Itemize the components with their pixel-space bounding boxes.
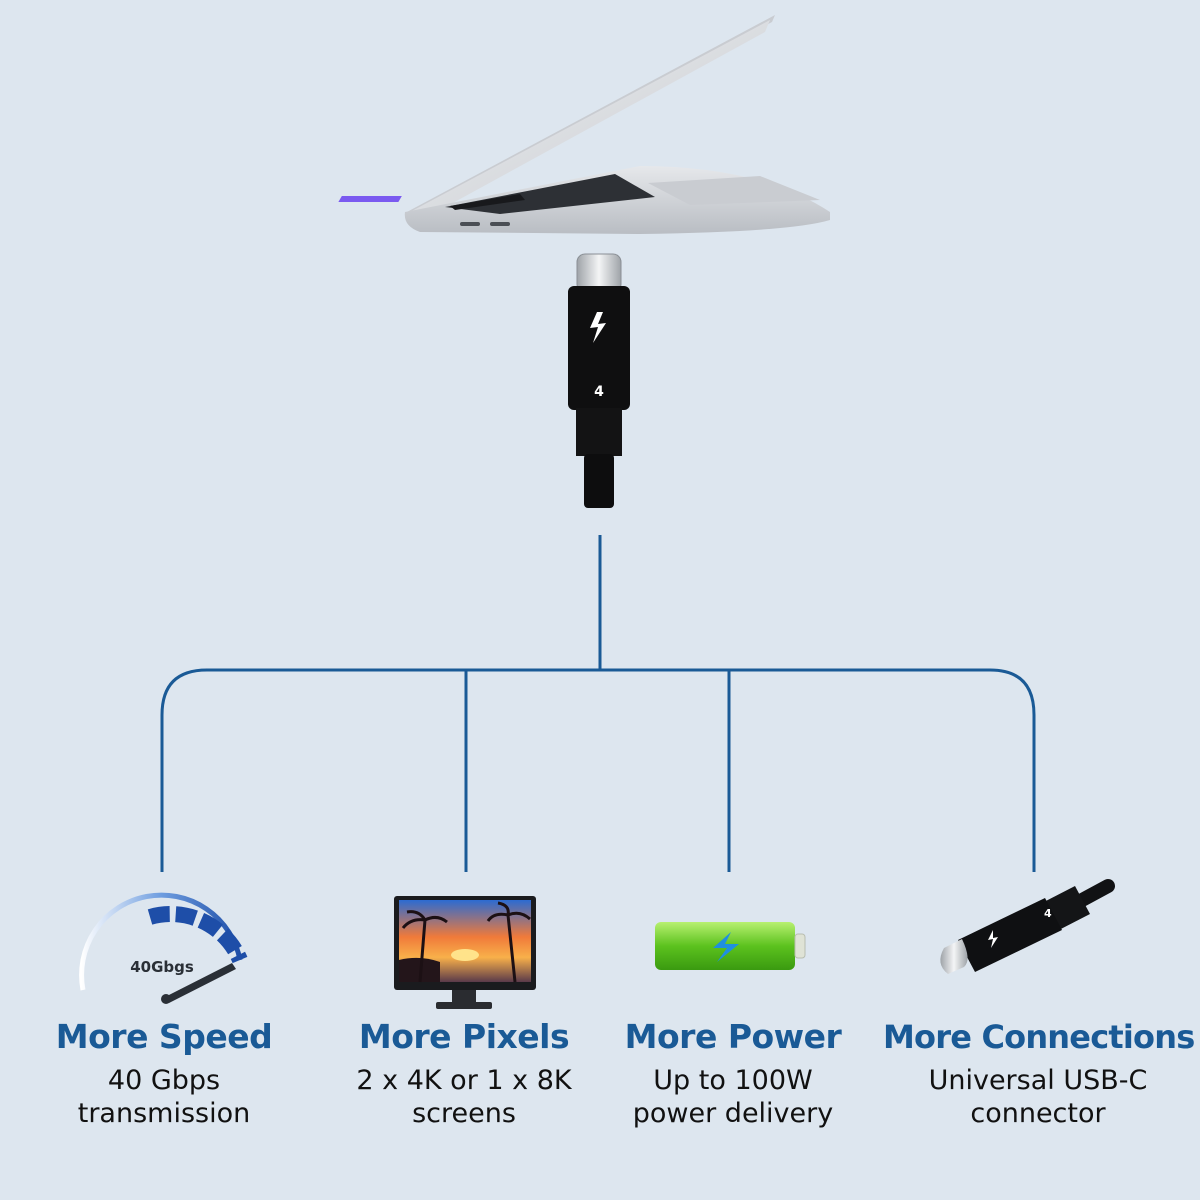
feature-power: More Power Up to 100W power delivery (583, 1010, 883, 1130)
port-number-label: 4 (594, 384, 604, 400)
feature-pixels: More Pixels 2 x 4K or 1 x 8K screens (314, 1010, 614, 1130)
lightning-icon (590, 312, 606, 343)
feature-title: More Pixels (358, 1017, 570, 1056)
feature-connections: More Connections Universal USB-C connect… (883, 1010, 1195, 1130)
connector-lines (160, 535, 1036, 872)
speedometer-icon (79, 892, 248, 1004)
feature-title: More Power (624, 1017, 842, 1056)
feature-desc-line1: 40 Gbps (107, 1065, 221, 1096)
battery-icon (655, 922, 806, 970)
feature-title: More Speed (55, 1017, 273, 1056)
feature-desc-line2: screens (412, 1098, 516, 1129)
monitor-icon (394, 896, 536, 1009)
lightning-icon (713, 932, 739, 962)
gauge-label: 40Gbgs (130, 958, 194, 976)
thunderbolt-connector-icon (568, 253, 630, 508)
feature-desc-line2: transmission (77, 1098, 251, 1129)
feature-desc-line1: Up to 100W (653, 1065, 813, 1096)
feature-desc-line2: power delivery (632, 1098, 834, 1129)
feature-speed: More Speed 40 Gbps transmission (14, 1010, 314, 1130)
usb-c-cable-icon (940, 879, 1115, 974)
feature-desc-line1: 2 x 4K or 1 x 8K (356, 1065, 572, 1096)
cable-port-number: 4 (1044, 907, 1052, 920)
feature-title: More Connections (883, 1018, 1195, 1056)
feature-desc-line2: connector (970, 1098, 1106, 1129)
feature-desc-line1: Universal USB-C (928, 1065, 1148, 1096)
laptop-icon (338, 15, 830, 234)
